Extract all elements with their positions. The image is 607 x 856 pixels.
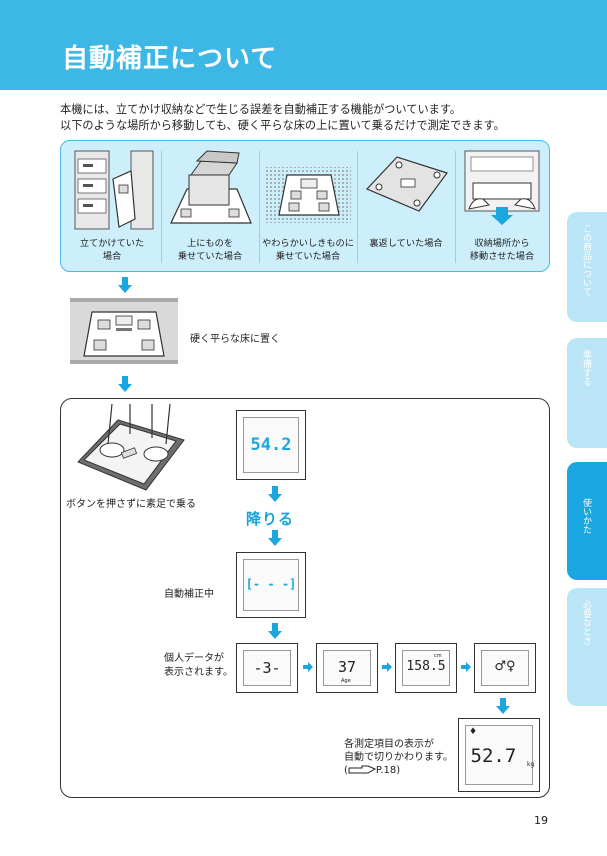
situation-leaning: 立てかけていた 場合: [63, 141, 161, 271]
arrow-right-icon: [461, 662, 471, 672]
tab-preparation[interactable]: 準備する: [567, 338, 607, 448]
divider: [161, 151, 162, 263]
lcd-result: ♦ 52.7 kg: [458, 718, 540, 792]
situation-caption: 立てかけていた 場合: [79, 238, 145, 262]
page-title: 自動補正について: [62, 44, 278, 74]
scale-on-floor-icon: [83, 311, 165, 357]
leaning-scale-illustration: [74, 150, 154, 230]
pointing-hand-icon: [348, 765, 377, 775]
flat-floor-illustration: [70, 298, 178, 364]
lcd-gender-value: ♂♀: [494, 659, 516, 674]
storage-scale-illustration: [464, 150, 540, 225]
intro-line-2: 以下のような場所から移動しても、硬く平らな床の上に置いて乗るだけで測定できます。: [60, 119, 505, 132]
situation-objects-on-top: 上にものを 乗せていた場合: [161, 141, 259, 271]
arrow-down-icon: [268, 530, 282, 546]
arrow-right-icon: [303, 662, 313, 672]
person-icon: ♦: [469, 727, 478, 737]
lcd-age-unit: Age: [341, 678, 351, 684]
tab-how-to-use[interactable]: 使いかた: [567, 462, 607, 580]
divider: [259, 151, 260, 263]
arrow-down-icon: [268, 623, 282, 639]
situation-caption: やわらかいしきものに 乗せていた場合: [262, 238, 354, 262]
barefoot-on-scale-illustration: [77, 404, 185, 491]
arrow-down-icon: [118, 277, 132, 293]
step-off-label: 降りる: [246, 510, 295, 528]
divider: [455, 151, 456, 263]
step-on-label: ボタンを押さずに素足で乗る: [66, 499, 196, 510]
measurement-switch-label: 各測定項目の表示が 自動で切りかわります。 (P.18): [344, 739, 453, 776]
situation-caption: 裏返していた場合: [369, 238, 443, 249]
lcd-gender: ♂♀: [474, 643, 536, 693]
lcd-height-unit: cm: [434, 653, 442, 659]
arrow-down-icon: [268, 486, 282, 502]
arrow-right-icon: [382, 662, 392, 672]
auto-correcting-label: 自動補正中: [164, 589, 214, 600]
situation-caption: 収納場所から 移動させた場合: [469, 238, 535, 262]
situation-caption: 上にものを 乗せていた場合: [177, 238, 243, 262]
lcd-age: 37 Age: [316, 643, 378, 693]
intro-line-1: 本機には、立てかけ収納などで生じる誤差を自動補正する機能がついています。: [60, 103, 462, 116]
intro-text: 本機には、立てかけ収納などで生じる誤差を自動補正する機能がついています。 以下の…: [60, 102, 505, 134]
lcd-correcting: [- - -]: [236, 552, 306, 618]
personal-data-label: 個人データが 表示されます。: [164, 653, 233, 678]
lcd-weight-value: 54.2: [250, 435, 292, 455]
tab-about-product[interactable]: この商品について: [567, 212, 607, 322]
lcd-correcting-value: [- - -]: [245, 577, 297, 591]
situation-soft-carpet: やわらかいしきものに 乗せていた場合: [259, 141, 357, 271]
lcd-number-value: -3-: [253, 659, 281, 677]
lcd-height: 158.5 cm: [395, 643, 457, 693]
arrow-down-icon: [496, 698, 510, 714]
lcd-height-value: 158.5: [406, 659, 446, 674]
upside-down-scale-illustration: [365, 156, 448, 212]
tab-when-needed[interactable]: 必要なとき: [567, 588, 607, 706]
page-number: 19: [534, 814, 548, 827]
header-bar: 自動補正について: [0, 0, 607, 90]
lcd-result-value: 52.7: [470, 745, 517, 767]
carpet-scale-illustration: [265, 167, 351, 223]
situation-upside-down: 裏返していた場合: [357, 141, 455, 271]
divider: [357, 151, 358, 263]
flat-floor-label: 硬く平らな床に置く: [190, 334, 280, 345]
lcd-weight-flash: 54.2: [236, 410, 306, 480]
stacked-objects-illustration: [170, 150, 252, 224]
lcd-personal-number: -3-: [236, 643, 298, 693]
lcd-result-unit: kg: [527, 761, 535, 768]
situations-panel: 立てかけていた 場合 上にものを 乗せていた場合: [60, 140, 550, 272]
situation-moved-from-storage: 収納場所から 移動させた場合: [453, 141, 551, 271]
lcd-age-value: 37: [337, 658, 357, 676]
arrow-down-icon: [118, 376, 132, 392]
